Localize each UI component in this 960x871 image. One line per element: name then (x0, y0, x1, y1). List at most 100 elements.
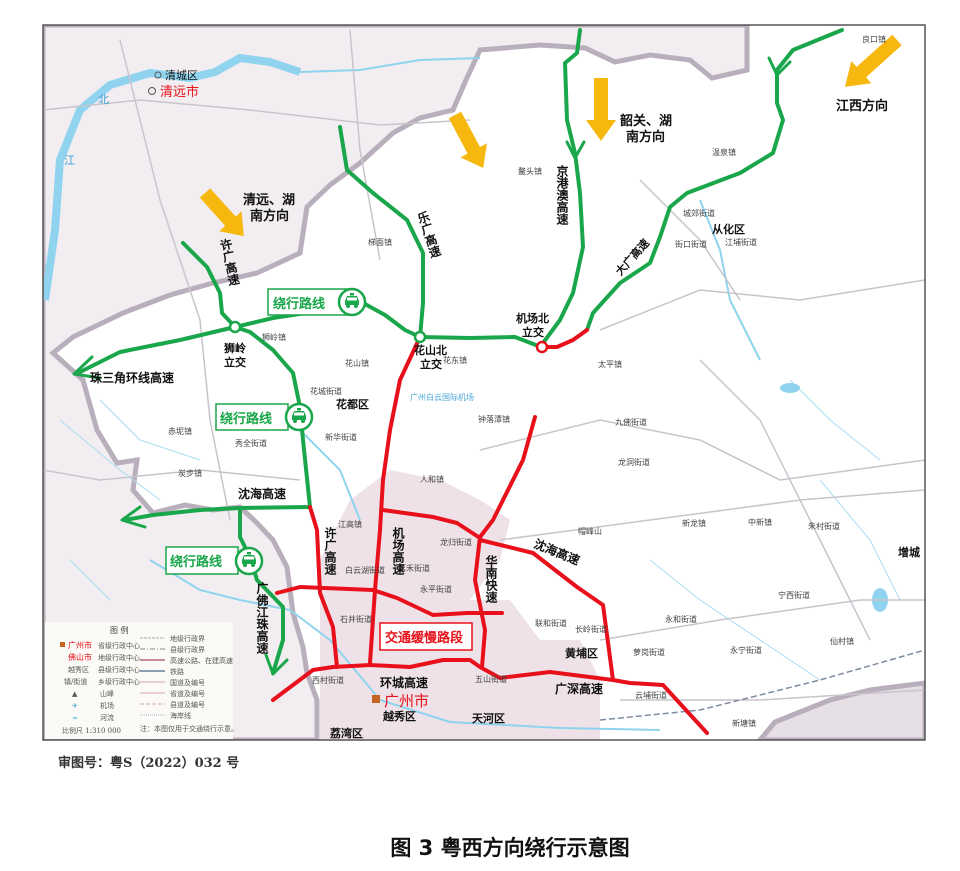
label-huanan: 华南快速 (484, 554, 498, 604)
huadu-label: 花都区 (336, 397, 369, 411)
detour-badge: 绕行路线 (267, 287, 367, 317)
detour-badge-label: 绕行路线 (220, 411, 272, 427)
qingyuan-label: 清远市 (160, 84, 199, 100)
legend-item: 地级行政界 (170, 634, 205, 643)
label-guangshen: 广深高速 (555, 681, 603, 696)
place: 云埔街道 (635, 690, 667, 700)
place: 新塘镇 (732, 718, 756, 728)
direction-arrows (199, 34, 902, 237)
route-shiling-huashanbei (233, 302, 422, 339)
minor-roads (43, 29, 925, 721)
route-huashanbei-jichangbei (418, 335, 543, 349)
legend-item-desc: 乡级行政中心 (98, 677, 140, 686)
place: 嘉禾街道 (398, 563, 430, 573)
zengcheng-label: 增城 (898, 545, 920, 559)
guangzhou-capital-icon (372, 695, 380, 703)
place: 秀全街道 (235, 438, 267, 448)
place: 街口街道 (675, 239, 707, 249)
place: 永和街道 (665, 614, 697, 624)
place: 花城街道 (310, 386, 342, 396)
legend-item-desc: 山峰 (100, 689, 114, 698)
legend-item: 县级行政界 (170, 645, 205, 654)
rivers (43, 53, 901, 731)
detour-badge: 绕行路线 (215, 402, 314, 432)
label-xuguang-south: 许广高速 (323, 526, 337, 576)
place: 狮岭镇 (262, 332, 286, 342)
place: 炭步镇 (178, 468, 202, 478)
shiling-interchange-node (228, 320, 242, 334)
direction-qingyuan-line2: 南方向 (250, 208, 289, 224)
legend-note: 注：本图仅用于交通绕行示意。 (140, 724, 238, 733)
place-labels: 良口镇 温泉镇 鳌头镇 城郊街道 街口街道 江埔街道 太平镇 梯面镇 狮岭镇 花… (168, 34, 886, 728)
place: 中新镇 (748, 517, 772, 527)
place: 太平镇 (598, 359, 622, 369)
detour-badge-label: 绕行路线 (273, 296, 325, 312)
river-icon: ≈ (72, 714, 78, 722)
legend-title: 图 例 (110, 625, 129, 635)
place: 龙洞街道 (618, 457, 650, 467)
legend-item: 省道及编号 (170, 689, 205, 698)
place: 温泉镇 (712, 147, 736, 157)
huashanbei-label-2: 立交 (420, 357, 442, 371)
place: 龙归街道 (440, 537, 472, 547)
legend-item: 越秀区 (68, 665, 89, 674)
place: 萝岗街道 (633, 647, 665, 657)
jichangbei-label-2: 立交 (522, 325, 544, 339)
place: 梯面镇 (368, 237, 392, 247)
place: 五山街道 (475, 674, 507, 684)
place: 新华街道 (325, 432, 357, 442)
place: 石井街道 (340, 614, 372, 624)
conghua-label: 从化区 (712, 222, 745, 236)
legend-item-desc: 省级行政中心 (98, 641, 140, 650)
legend-item-desc: 地级行政中心 (98, 653, 140, 662)
label-zhusanjiao: 珠三角环线高速 (90, 370, 174, 385)
place: 人和镇 (420, 474, 444, 484)
place: 西村街道 (312, 675, 344, 685)
route-jinggangao (541, 28, 585, 345)
road-huancheng-guangshen (271, 658, 709, 735)
liwan-label: 荔湾区 (329, 726, 363, 740)
direction-qingyuan-line1: 清远、湖 (243, 192, 295, 208)
label-shenhai-west: 沈海高速 (238, 486, 286, 501)
taxi-icon (284, 402, 314, 432)
place: 良口镇 (862, 34, 886, 44)
place: 联和街道 (535, 618, 567, 628)
huangpu-label: 黄埔区 (565, 646, 598, 660)
place: 九佛街道 (615, 417, 647, 427)
arrow-shaoguan-icon (586, 78, 616, 141)
detour-badge-label: 绕行路线 (170, 554, 222, 570)
huashanbei-label-1: 花山北 (414, 343, 447, 357)
place: 鳌头镇 (518, 166, 542, 176)
route-leguang (338, 125, 425, 339)
taxi-icon (234, 546, 264, 576)
label-jinggangao: 京港澳高速 (555, 164, 569, 226)
congested-roads (271, 328, 709, 735)
place: 花山镇 (345, 358, 369, 368)
detour-badge: 绕行路线 (165, 546, 264, 576)
place: 江埔街道 (725, 237, 757, 247)
qingcheng-label: 清城区 (165, 69, 198, 82)
taxi-icon (337, 287, 367, 317)
legend-item: 铁路 (170, 667, 184, 676)
place: 钟落潭镇 (478, 414, 510, 424)
river-jiang-label: 江 (64, 154, 75, 167)
jichangbei-label-1: 机场北 (516, 311, 549, 325)
place: 朱村街道 (808, 521, 840, 531)
arrow-middle-icon (448, 111, 488, 168)
shiling-label-1: 狮岭 (223, 341, 246, 355)
legend-item-desc: 河流 (100, 713, 114, 722)
arrow-qingyuan-icon (199, 188, 244, 237)
legend-item: 海岸线 (170, 711, 191, 720)
place: 城郊街道 (683, 208, 715, 218)
legend-item: 县道及编号 (170, 700, 205, 709)
place: 宁西街道 (778, 590, 810, 600)
map-frame (42, 24, 926, 741)
tianhe-label: 天河区 (472, 711, 505, 725)
route-guangfo (238, 508, 285, 675)
guangzhou-label: 广州市 (384, 692, 429, 710)
place: 赤坭镇 (168, 426, 192, 436)
congestion-label: 交通缓慢路段 (385, 630, 463, 646)
road-jichangbei-daguang (541, 328, 589, 349)
place: 永平街道 (420, 584, 452, 594)
